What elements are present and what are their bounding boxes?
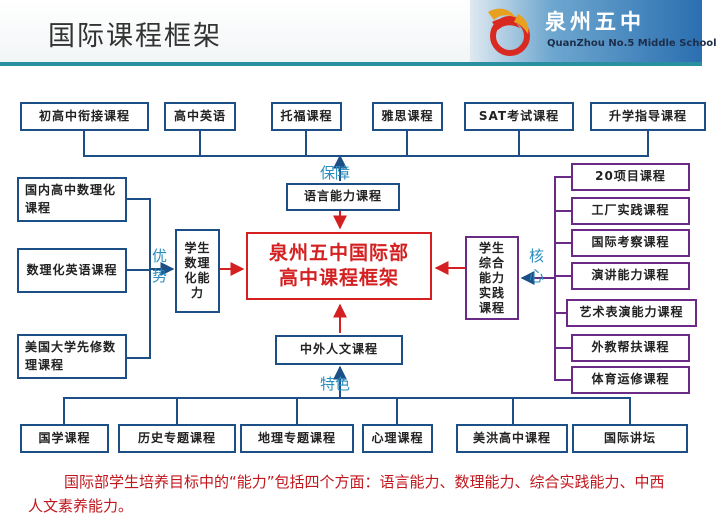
caption-text: 国际部学生培养目标中的“能力”包括四个方面：语言能力、数理能力、综合实践能力、中…	[28, 473, 665, 515]
school-name-cn: 泉州五中	[545, 9, 645, 34]
center-line-2: 高中课程框架	[278, 267, 399, 289]
top-box-high-school-english: 高中英语	[164, 102, 236, 131]
core-label: 核心	[529, 247, 545, 286]
right-box-factory-practice: 工厂实践课程	[571, 197, 690, 225]
left-box-ap-science: 美国大学先修数理课程	[17, 334, 127, 379]
left-box-science-english: 数理化英语课程	[17, 248, 127, 293]
page-title: 国际课程框架	[48, 21, 222, 52]
bottom-box-chinese-studies: 国学课程	[20, 424, 109, 453]
bottom-box-us-high-school: 美洪高中课程	[456, 424, 568, 453]
science-ability-box: 学生数理化能力	[175, 229, 220, 313]
bottom-box-international-forum: 国际讲坛	[572, 424, 688, 453]
top-box-bridging-course: 初高中衔接课程	[20, 102, 149, 131]
left-box-domestic-science: 国内高中数理化课程	[17, 177, 127, 222]
bottom-box-geography: 地理专题课程	[240, 424, 354, 453]
humanities-box: 中外人文课程	[275, 335, 403, 365]
bottom-box-psychology: 心理课程	[362, 424, 433, 453]
top-box-sat: SAT考试课程	[464, 102, 574, 131]
connector-lines	[63, 131, 649, 424]
top-box-college-guidance: 升学指导课程	[590, 102, 706, 131]
language-ability-box: 语言能力课程	[286, 183, 400, 211]
bottom-box-history: 历史专题课程	[118, 424, 236, 453]
top-box-toefl: 托福课程	[271, 102, 342, 131]
center-framework-box: 泉州五中国际部 高中课程框架	[246, 232, 432, 300]
practice-course-box: 学生综合能力实践课程	[465, 236, 519, 320]
right-box-speech: 演讲能力课程	[571, 262, 690, 290]
right-box-international-study: 国际考察课程	[571, 229, 690, 257]
right-box-20-projects: 20项目课程	[571, 163, 690, 191]
guarantee-label: 保障	[320, 164, 351, 182]
school-name-en: QuanZhou No.5 Middle School	[547, 38, 717, 49]
right-box-sports: 体育运修课程	[571, 366, 690, 394]
right-box-performance-arts: 艺术表演能力课程	[566, 299, 697, 327]
header-accent-bar	[0, 62, 702, 66]
advantage-label: 优势	[152, 247, 168, 286]
feature-label: 特色	[320, 375, 351, 393]
right-box-foreign-teacher: 外教帮扶课程	[571, 334, 690, 362]
phoenix-logo-icon	[488, 8, 530, 56]
top-box-ielts: 雅思课程	[372, 102, 443, 131]
center-line-1: 泉州五中国际部	[268, 242, 409, 265]
